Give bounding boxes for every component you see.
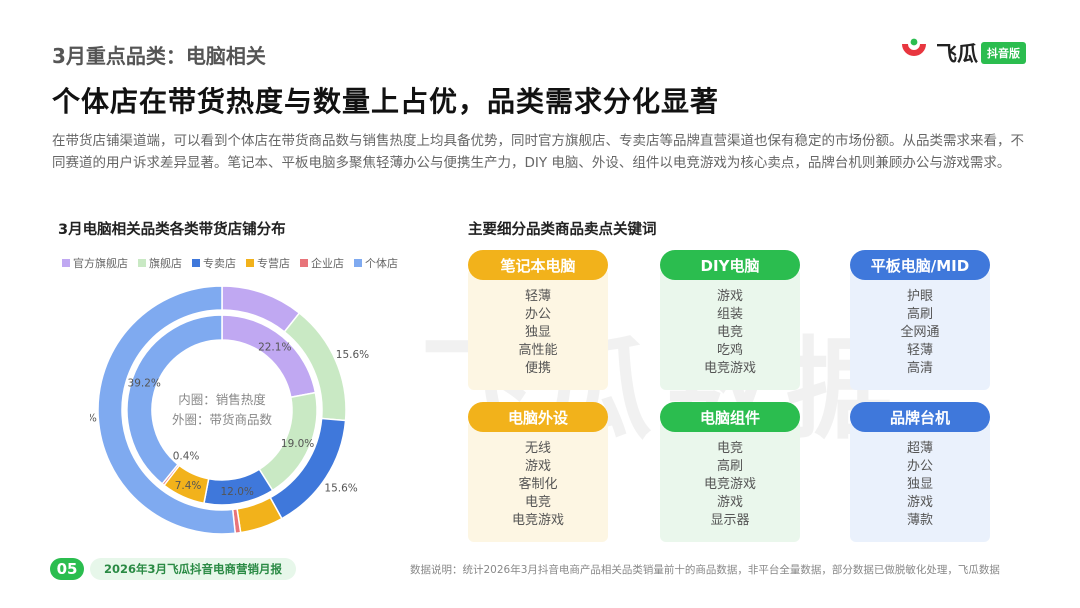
- keyword-item: 电竞: [524, 495, 551, 510]
- keyword-item: 游戏: [716, 289, 743, 304]
- keyword-card-title: 电脑外设: [468, 402, 608, 432]
- keywords-section-title: 主要细分品类商品卖点关键词: [468, 222, 657, 238]
- keyword-card-title: DIY电脑: [660, 250, 800, 280]
- donut-chart: 22.1% 19.0% 12.0% 7.4% 0.4% 39.2% 10.7% 15.6% 15…: [90, 280, 369, 540]
- keyword-card: [468, 420, 608, 542]
- keyword-card: [850, 268, 990, 390]
- legend-item: 官方旗舰店: [62, 255, 128, 271]
- legend-swatch: [192, 259, 200, 267]
- keyword-item: 轻薄: [906, 343, 933, 358]
- report-label: 2026年3月飞瓜抖音电商营销月报: [90, 558, 297, 580]
- keyword-item: 护眼: [906, 289, 933, 304]
- keyword-item: 高刷: [716, 459, 743, 474]
- keyword-item: 电竞游戏: [703, 477, 756, 492]
- outer-data-label: 15.6%: [336, 349, 369, 361]
- keyword-item: 游戏: [716, 495, 743, 510]
- chart-title: 3月电脑相关品类各类带货店铺分布: [58, 222, 286, 238]
- keyword-item: 全网通: [900, 325, 940, 340]
- keyword-card: [468, 268, 608, 390]
- keyword-item: 游戏: [906, 495, 933, 510]
- keyword-card-title: 品牌台机: [850, 402, 990, 432]
- page-number-badge: 05: [50, 558, 84, 580]
- center-label: 外圈：带货商品数: [172, 412, 273, 427]
- keyword-item: 电竞游戏: [511, 513, 564, 528]
- legend-label: 官方旗舰店: [73, 257, 128, 270]
- intro-paragraph: 在带货店铺渠道端，可以看到个体店在带货商品数与销售热度上均具备优势，同时官方旗舰…: [52, 133, 1024, 171]
- legend-swatch: [246, 259, 254, 267]
- legend-item: 专卖店: [192, 255, 236, 271]
- legend-item: 企业店: [300, 255, 344, 271]
- keyword-item: 电竞: [716, 325, 743, 340]
- keyword-item: 组装: [716, 307, 743, 322]
- melon-logo-icon: [902, 38, 926, 56]
- outer-data-label: 10.7%: [252, 280, 285, 283]
- keyword-card: [660, 420, 800, 542]
- keyword-item: 高刷: [906, 307, 933, 322]
- center-label: 内圈：销售热度: [178, 392, 266, 407]
- logo-name: 飞瓜: [936, 42, 978, 66]
- keyword-item: 办公: [524, 307, 551, 322]
- keyword-item: 电竞游戏: [703, 361, 756, 376]
- outer-data-label: 5.6%: [254, 539, 281, 540]
- inner-data-label: 19.0%: [281, 438, 314, 450]
- inner-data-label: 0.4%: [173, 451, 200, 463]
- legend-item: 专营店: [246, 255, 290, 271]
- legend-swatch: [138, 259, 146, 267]
- legend-label: 企业店: [311, 257, 344, 270]
- page-kicker: 3月重点品类：电脑相关: [52, 44, 266, 68]
- keyword-card: [660, 268, 800, 390]
- legend-label: 旗舰店: [149, 257, 182, 270]
- keyword-item: 电竞: [716, 441, 743, 456]
- legend-item: 旗舰店: [138, 255, 182, 271]
- brand-logo: 飞瓜 抖音版: [898, 36, 1038, 66]
- keyword-item: 高清: [906, 361, 933, 376]
- outer-data-label: 15.6%: [324, 482, 357, 494]
- keyword-item: 薄款: [906, 513, 933, 528]
- inner-data-label: 12.0%: [221, 486, 254, 498]
- keyword-item: 便携: [524, 361, 551, 376]
- outer-data-label: 51.6%: [90, 413, 97, 425]
- inner-data-label: 39.2%: [128, 377, 161, 389]
- keyword-item: 客制化: [518, 477, 558, 492]
- keyword-item: 游戏: [524, 459, 551, 474]
- legend-swatch: [354, 259, 362, 267]
- outer-slice: [97, 285, 237, 535]
- keyword-item: 超薄: [906, 441, 933, 456]
- keyword-item: 吃鸡: [716, 343, 743, 358]
- legend-label: 专营店: [257, 257, 290, 270]
- legend-item: 个体店: [354, 255, 398, 271]
- legend-swatch: [300, 259, 308, 267]
- legend-label: 专卖店: [203, 257, 236, 270]
- keyword-card-title: 笔记本电脑: [468, 250, 608, 280]
- keyword-item: 显示器: [710, 513, 750, 528]
- data-note: 数据说明：统计2026年3月抖音电商产品相关品类销量前十的商品数据，非平台全量数…: [410, 564, 1000, 576]
- keyword-card-title: 电脑组件: [660, 402, 800, 432]
- inner-data-label: 7.4%: [175, 480, 202, 492]
- inner-data-label: 22.1%: [258, 342, 291, 354]
- keyword-card-title: 平板电脑/MID: [850, 250, 990, 280]
- keyword-item: 高性能: [518, 343, 558, 358]
- logo-badge: 抖音版: [981, 42, 1026, 64]
- keyword-item: 办公: [906, 459, 933, 474]
- keyword-item: 独显: [524, 325, 551, 340]
- chart-legend: 官方旗舰店 旗舰店 专卖店 专营店 企业店 个体店: [62, 255, 398, 271]
- inner-slice: [126, 314, 223, 485]
- legend-swatch: [62, 259, 70, 267]
- keyword-item: 无线: [524, 441, 551, 456]
- keyword-item: 轻薄: [524, 289, 551, 304]
- keyword-card: [850, 420, 990, 542]
- page-title: 个体店在带货热度与数量上占优，品类需求分化显著: [52, 85, 720, 118]
- legend-label: 个体店: [365, 257, 398, 270]
- keyword-item: 独显: [906, 477, 933, 492]
